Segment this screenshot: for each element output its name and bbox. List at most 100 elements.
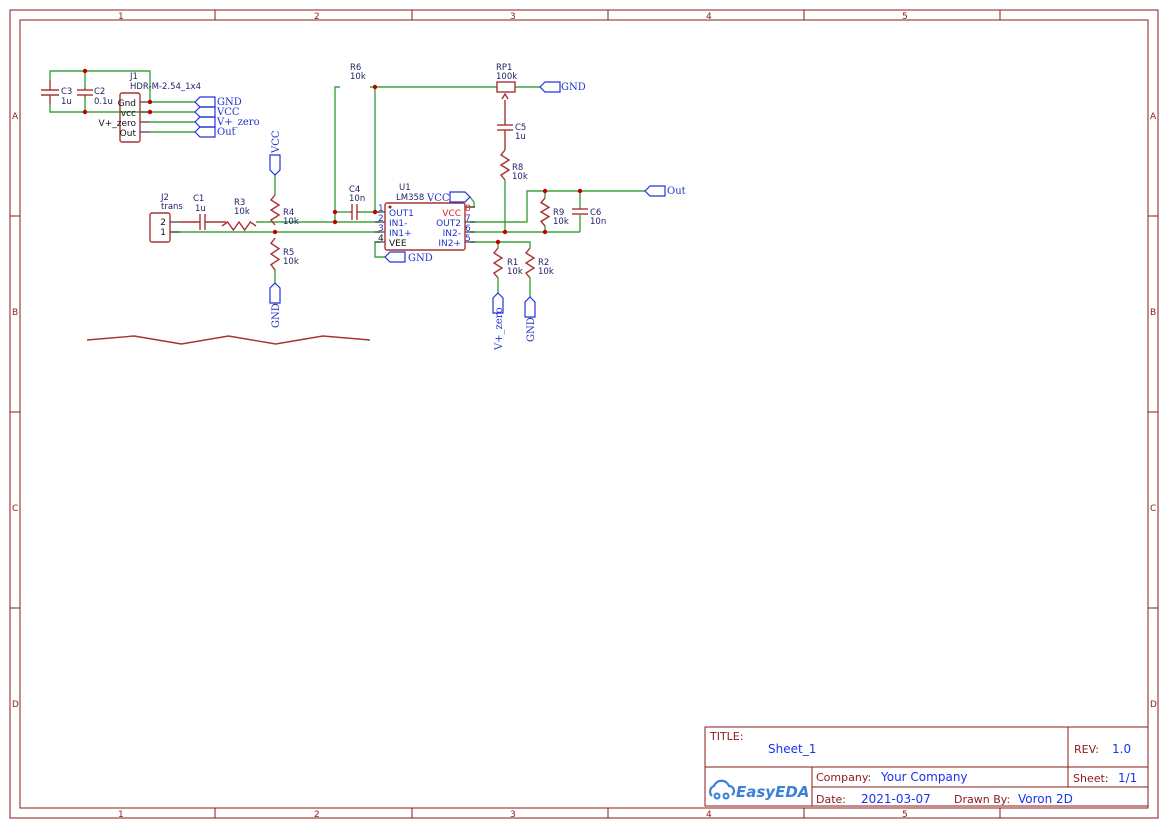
capacitor-c4[interactable] [350, 204, 359, 220]
row-label: D [12, 700, 19, 710]
connector-j2[interactable]: 2 1 [149, 212, 180, 243]
junctions [82, 68, 583, 245]
u1-pin-number: 6 [465, 224, 471, 234]
ref-label: R2 [538, 258, 549, 268]
ref-label: R8 [512, 163, 523, 173]
resistor-r2[interactable] [524, 247, 536, 279]
connector-j1[interactable]: Gnd vcc V+_zero Out [99, 92, 150, 143]
ref-label: C1 [193, 194, 204, 204]
j1-pin-name: Out [120, 129, 137, 139]
net-flag-gnd: GND [539, 81, 586, 93]
resistor-r6[interactable] [86, 335, 371, 345]
value-label: 1u [515, 132, 526, 142]
value-label: 0.1u [94, 97, 113, 107]
capacitor-c1[interactable] [180, 214, 226, 230]
resistor-r1[interactable] [492, 247, 504, 279]
svg-text:GND: GND [408, 253, 433, 264]
svg-text:VCC: VCC [271, 130, 282, 154]
row-label: C [12, 504, 18, 514]
resistor-r3[interactable] [221, 220, 257, 232]
value-label: HDR-M-2.54_1x4 [130, 82, 201, 92]
u1-pin-name: VCC [442, 209, 461, 219]
net-flag-out: Out [194, 126, 236, 138]
j1-pin-name: vcc [121, 109, 136, 119]
capacitor-c2[interactable] [77, 88, 93, 97]
resistor-r5[interactable] [269, 237, 281, 271]
sheet-frame: 1 2 3 4 5 1 2 3 4 5 A B C D A B C D [9, 9, 1159, 820]
value-label: 10k [538, 267, 554, 277]
rev-label: REV: [1074, 743, 1099, 756]
ref-label: C3 [61, 87, 72, 97]
title-label: TITLE: [709, 730, 743, 743]
value-label: 10k [512, 172, 528, 182]
value-label: 1u [61, 97, 72, 107]
company-label: Company: [816, 771, 871, 784]
svg-text:V+_zero: V+_zero [216, 117, 260, 128]
ref-label: RP1 [496, 63, 512, 73]
u1-pin-name: IN1+ [389, 229, 412, 239]
easyeda-logo: EasyEDA [709, 779, 809, 801]
ref-label: R6 [350, 63, 361, 73]
u1-pin-number: 5 [465, 234, 471, 244]
ref-label: C4 [349, 185, 360, 195]
value-label: 1u [195, 204, 206, 214]
col-label: 5 [902, 810, 908, 820]
svg-text:Out: Out [667, 186, 686, 197]
net-flag-vzero: V+_zero [492, 292, 505, 351]
ref-label: R5 [283, 248, 294, 258]
value-label: 10k [507, 267, 523, 277]
row-label: D [1150, 700, 1157, 710]
value-label: 10k [553, 217, 569, 227]
potentiometer-rp1[interactable] [496, 81, 516, 100]
svg-text:GND: GND [561, 82, 586, 93]
value-label: 10k [283, 257, 299, 267]
wires [49, 70, 645, 297]
col-label: 4 [706, 12, 712, 22]
ref-label: C6 [590, 208, 601, 218]
svg-text:GND: GND [217, 97, 242, 108]
u1-pin-name: IN1- [389, 219, 407, 229]
net-flag-gnd: GND [269, 282, 282, 328]
row-label: A [12, 112, 19, 122]
col-label: 1 [118, 810, 124, 820]
drawn-by-value: Voron 2D [1018, 792, 1073, 806]
ref-label: J2 [160, 193, 169, 203]
u1-pin-number: 1 [378, 204, 384, 214]
value-label: LM358 [396, 193, 424, 203]
ref-label: R4 [283, 208, 294, 218]
resistor-r9[interactable] [539, 197, 551, 227]
date-value: 2021-03-07 [861, 792, 931, 806]
drawn-by-label: Drawn By: [954, 793, 1010, 806]
col-label: 1 [118, 12, 124, 22]
capacitor-c3[interactable] [41, 80, 59, 104]
row-label: B [1150, 308, 1156, 318]
net-flag-gnd: GND [194, 96, 242, 108]
resistor-r4[interactable] [269, 194, 281, 226]
title-block: TITLE: Sheet_1 REV: 1.0 Company: Your Co… [704, 726, 1149, 807]
capacitor-c6[interactable] [572, 208, 588, 215]
col-label: 4 [706, 810, 712, 820]
row-label: A [1150, 112, 1157, 122]
col-label: 5 [902, 12, 908, 22]
j2-pin-number: 1 [160, 228, 166, 238]
opamp-u1[interactable]: 1 2 3 4 OUT1 IN1- IN1+ VEE 8 7 6 5 VCC O… [375, 202, 475, 251]
u1-pin-number: 7 [465, 214, 471, 224]
capacitor-c5[interactable] [497, 100, 513, 150]
svg-text:VCC: VCC [426, 193, 450, 204]
col-label: 3 [510, 810, 516, 820]
value-label: trans [161, 202, 183, 212]
ref-label: R3 [234, 198, 245, 208]
col-label: 3 [510, 12, 516, 22]
u1-pin-number: 4 [378, 234, 384, 244]
value-label: 10n [349, 194, 365, 204]
svg-text:GND: GND [271, 303, 282, 328]
ref-label: U1 [399, 183, 411, 193]
u1-pin-number: 8 [465, 204, 471, 214]
net-flag-vcc: VCC [269, 130, 282, 176]
j2-pin-number: 2 [160, 218, 166, 228]
ref-label: C2 [94, 87, 105, 97]
resistor-r8[interactable] [499, 149, 511, 181]
ref-label: R9 [553, 208, 564, 218]
